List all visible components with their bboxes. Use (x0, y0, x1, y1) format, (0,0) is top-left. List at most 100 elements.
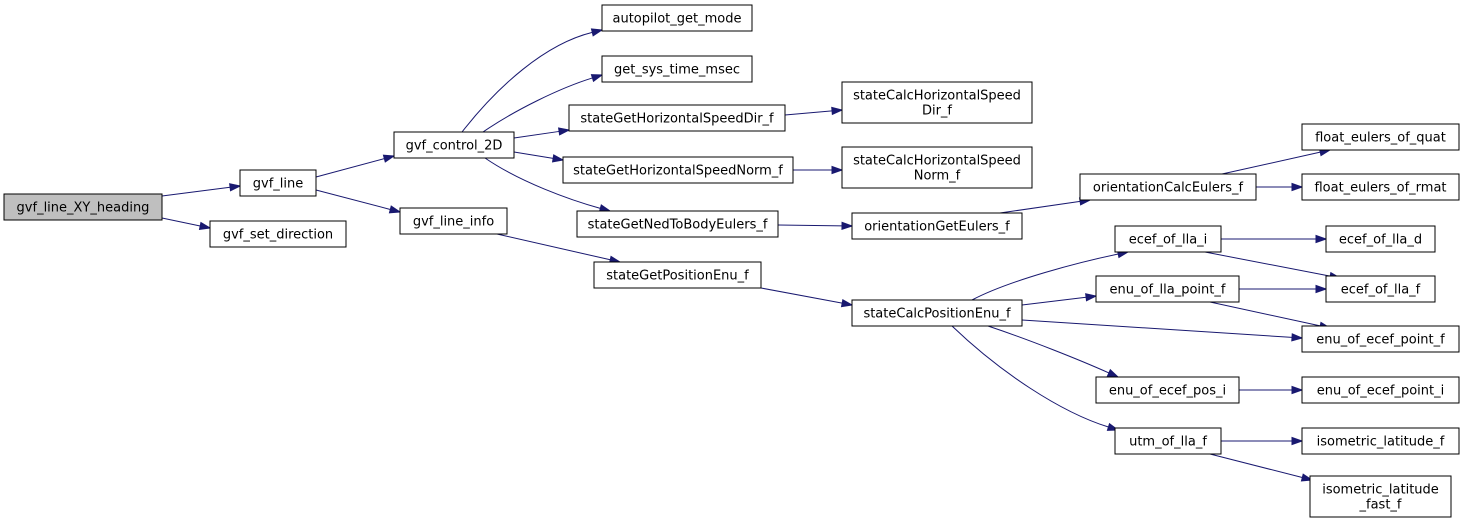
arrowhead (1291, 182, 1304, 192)
node-label: ecef_of_lla_i (1129, 233, 1208, 248)
arrowhead (1300, 473, 1314, 482)
node-box (1114, 427, 1222, 455)
node-stategethorizontalspeednorm-f[interactable]: stateGetHorizontalSpeedNorm_f (562, 156, 794, 184)
node-gvf-line[interactable]: gvf_line (239, 169, 317, 197)
arrowhead (1106, 368, 1120, 378)
node-ecef-of-lla-f[interactable]: ecef_of_lla_f (1325, 275, 1436, 303)
arrowhead (841, 221, 854, 231)
node-ecef-of-lla-i[interactable]: ecef_of_lla_i (1114, 225, 1222, 253)
node-label: gvf_set_direction (223, 228, 333, 243)
node-label: stateCalcPositionEnu_f (863, 307, 1011, 322)
node-box (1301, 376, 1460, 404)
node-label: Norm_f (914, 169, 961, 184)
edge-statecalcpositionenu-f-to-enu-of-ecef-point-f (1021, 319, 1304, 342)
node-get-sys-time-msec[interactable]: get_sys_time_msec (601, 55, 753, 83)
node-enu-of-ecef-point-f[interactable]: enu_of_ecef_point_f (1301, 325, 1460, 353)
node-box (1325, 225, 1436, 253)
node-box (1095, 275, 1240, 303)
node-box (576, 210, 779, 238)
edge-stategethorizontalspeednorm-f-to-statecalchorizontalspeednorm-f (793, 165, 844, 175)
edge-stategetnedtobodyeulers-f-to-orientationgeteulers-f (777, 221, 854, 231)
node-box (1301, 173, 1460, 201)
node-label: gvf_line (253, 177, 303, 192)
edge-stategethorizontalspeeddir-f-to-statecalchorizontalspeeddir-f (784, 106, 844, 116)
edge-stategetpositionenu-f-to-statecalcpositionenu-f (760, 287, 854, 308)
edge-gvf-control-2d-to-get-sys-time-msec (482, 74, 604, 133)
node-isometric-latitude-fast-f[interactable]: isometric_latitude_fast_f (1309, 475, 1452, 518)
node-box (1301, 427, 1460, 455)
node-box (568, 104, 786, 132)
node-box (593, 261, 762, 289)
nodes-layer: gvf_line_XY_heading gvf_line gvf_set_direc… (3, 4, 1460, 518)
arrowhead (590, 28, 604, 37)
node-label: gvf_line_XY_heading (17, 201, 150, 216)
node-box (562, 156, 794, 184)
node-stategethorizontalspeeddir-f[interactable]: stateGetHorizontalSpeedDir_f (568, 104, 786, 132)
node-gvf-line-xy-heading[interactable]: gvf_line_XY_heading (3, 193, 163, 221)
arrowhead (1315, 234, 1328, 244)
node-box (393, 131, 515, 159)
node-label: stateGetPositionEnu_f (606, 269, 749, 284)
edge-orientationcalceulers-f-to-float-eulers-of-rmat (1256, 182, 1304, 192)
arrowhead (229, 183, 242, 192)
arrowhead (1291, 436, 1304, 446)
node-statecalcpositionenu-f[interactable]: stateCalcPositionEnu_f (851, 299, 1023, 327)
node-box (209, 220, 347, 248)
node-label: isometric_latitude_f (1317, 435, 1445, 450)
node-box (1114, 225, 1222, 253)
edge-orientationgeteulers-f-to-orientationcalceulers-f (999, 197, 1092, 214)
node-orientationgeteulers-f[interactable]: orientationGetEulers_f (851, 212, 1023, 240)
node-label: enu_of_ecef_pos_i (1109, 384, 1226, 399)
edge-statecalcpositionenu-f-to-utm-of-lla-f (951, 325, 1120, 431)
node-orientationcalceulers-f[interactable]: orientationCalcEulers_f (1079, 173, 1257, 201)
node-label: gvf_line_info (413, 215, 494, 230)
node-isometric-latitude-f[interactable]: isometric_latitude_f (1301, 427, 1460, 455)
node-label: enu_of_ecef_point_i (1317, 384, 1445, 399)
node-box (841, 146, 1033, 189)
edge-orientationcalceulers-f-to-float-eulers-of-quat (1221, 148, 1332, 175)
arrowhead (551, 154, 565, 163)
node-utm-of-lla-f[interactable]: utm_of_lla_f (1114, 427, 1222, 455)
node-gvf-set-direction[interactable]: gvf_set_direction (209, 220, 347, 248)
edge-gvf-line-to-gvf-control-2d (315, 154, 396, 178)
node-enu-of-lla-point-f[interactable]: enu_of_lla_point_f (1095, 275, 1240, 303)
node-autopilot-get-mode[interactable]: autopilot_get_mode (601, 4, 753, 32)
node-box (1301, 325, 1460, 353)
edge-enu-of-lla-point-f-to-enu-of-ecef-point-f (1209, 301, 1332, 330)
node-label: isometric_latitude (1322, 483, 1439, 498)
node-stategetnedtobodyeulers-f[interactable]: stateGetNedToBodyEulers_f (576, 210, 779, 238)
node-float-eulers-of-rmat[interactable]: float_eulers_of_rmat (1301, 173, 1460, 201)
edge-utm-of-lla-f-to-isometric-latitude-f (1221, 436, 1304, 446)
node-label: enu_of_lla_point_f (1110, 283, 1226, 298)
arrowhead (831, 106, 844, 116)
node-stategetpositionenu-f[interactable]: stateGetPositionEnu_f (593, 261, 762, 289)
node-enu-of-ecef-pos-i[interactable]: enu_of_ecef_pos_i (1095, 376, 1240, 404)
node-label: stateCalcHorizontalSpeed (853, 89, 1021, 104)
arrowhead (1291, 385, 1304, 395)
node-box (841, 81, 1033, 124)
node-label: _fast_f (1359, 498, 1402, 513)
node-ecef-of-lla-d[interactable]: ecef_of_lla_d (1325, 225, 1436, 253)
node-box (1095, 376, 1240, 404)
edge-statecalcpositionenu-f-to-enu-of-ecef-pos-i (987, 325, 1120, 378)
node-enu-of-ecef-point-i[interactable]: enu_of_ecef_point_i (1301, 376, 1460, 404)
node-box (1309, 475, 1452, 518)
node-label: ecef_of_lla_d (1339, 233, 1422, 248)
node-label: enu_of_ecef_point_f (1316, 333, 1445, 348)
node-label: stateGetHorizontalSpeedDir_f (580, 112, 774, 127)
node-label: ecef_of_lla_f (1341, 283, 1421, 298)
node-gvf-control-2d[interactable]: gvf_control_2D (393, 131, 515, 159)
edge-enu-of-ecef-pos-i-to-enu-of-ecef-point-i (1239, 385, 1304, 395)
node-float-eulers-of-quat[interactable]: float_eulers_of_quat (1301, 123, 1460, 151)
node-gvf-line-info[interactable]: gvf_line_info (399, 207, 508, 235)
edge-ecef-of-lla-i-to-ecef-of-lla-f (1204, 251, 1342, 281)
arrowhead (1291, 333, 1304, 342)
node-label: orientationGetEulers_f (864, 220, 1010, 235)
arrowhead (388, 205, 402, 214)
node-box (239, 169, 317, 197)
node-label: autopilot_get_mode (613, 12, 742, 27)
arrowhead (840, 298, 854, 308)
arrowhead (590, 74, 604, 83)
